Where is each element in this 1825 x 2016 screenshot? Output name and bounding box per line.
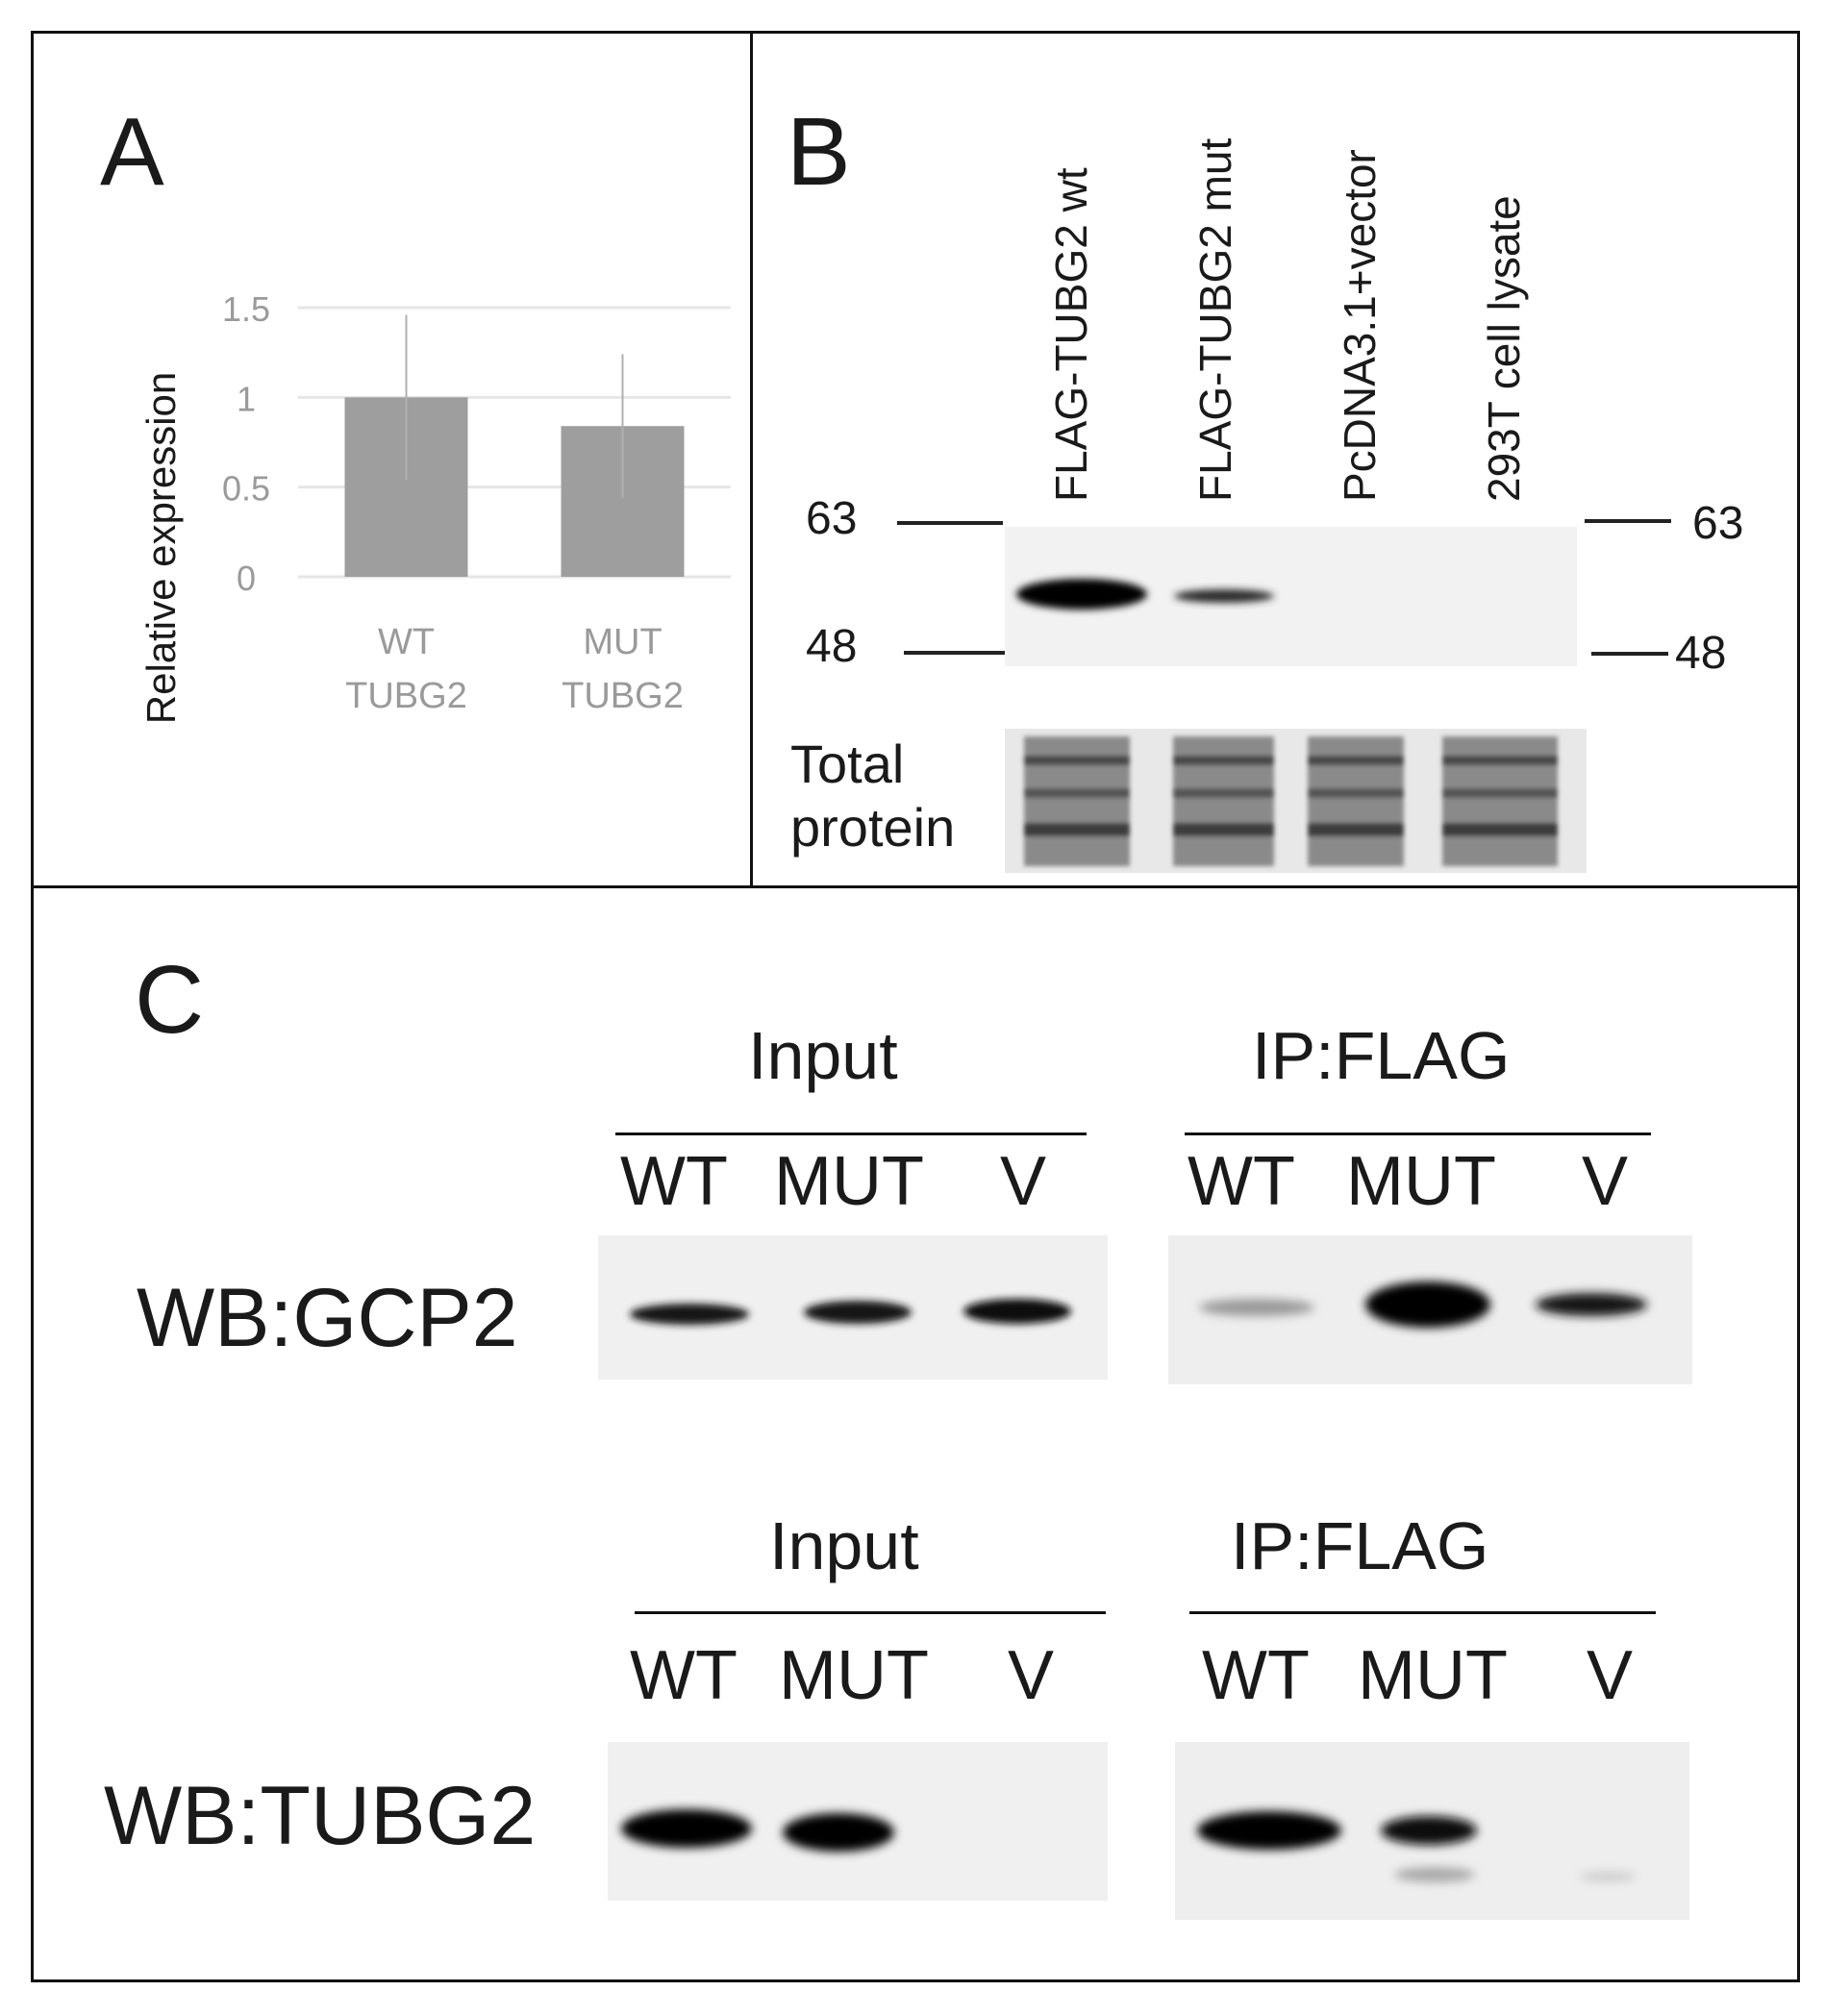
- row2-ip-lane-wt: WT: [1202, 1637, 1310, 1714]
- total-protein-label-line1: Total: [790, 734, 905, 794]
- band-wt: [1016, 579, 1147, 610]
- marker-left-63-line: [897, 521, 1003, 525]
- y-tick-label: 0: [237, 559, 256, 598]
- row1-ip-lane-wt: WT: [1188, 1143, 1295, 1220]
- lane-label-flag-tubg2-mut: FLAG-TUBG2 mut: [1190, 137, 1240, 502]
- row1-ip-label: IP:FLAG: [1252, 1018, 1511, 1093]
- panel-divider-vertical: [750, 31, 753, 887]
- marker-right-48-line: [1591, 652, 1668, 656]
- band-input-tubg2-wt: [621, 1809, 752, 1848]
- lane-label-flag-tubg2-wt: FLAG-TUBG2 wt: [1046, 167, 1096, 502]
- row2-ip-lane-mut: MUT: [1358, 1637, 1508, 1714]
- marker-left-48-line: [904, 651, 1005, 655]
- panel-a-bar-chart: 0 0.5 1 1.5 WT TUBG2 MUT TUBG2 Relative expres…: [138, 289, 731, 725]
- band-ip-tubg2-mut: [1381, 1816, 1477, 1845]
- band-input-gcp2-wt: [630, 1304, 749, 1325]
- band-ip-tubg2-wt: [1197, 1811, 1341, 1850]
- row2-input-lane-mut: MUT: [779, 1637, 929, 1714]
- row1-ip-lane-v: V: [1582, 1143, 1629, 1220]
- marker-left-48: 48: [806, 621, 858, 672]
- panel-b-western-blot: [1005, 527, 1577, 666]
- marker-left-63: 63: [806, 493, 858, 544]
- x-tick-label: TUBG2: [562, 676, 684, 716]
- row1-input-lane-wt: WT: [620, 1143, 728, 1220]
- band-ip-tubg2-v-faint: [1579, 1872, 1637, 1881]
- band-ip-gcp2-mut: [1365, 1282, 1490, 1328]
- panel-a-letter: A: [100, 98, 164, 206]
- band-input-tubg2-mut: [783, 1813, 894, 1852]
- total-protein-label-line2: protein: [790, 797, 956, 858]
- band-ip-tubg2-mut-lower: [1394, 1867, 1475, 1882]
- total-protein-label: Total protein: [790, 733, 955, 859]
- row2-ip-underline: [1189, 1611, 1656, 1614]
- lane-label-pcdna-vector: PcDNA3.1+vector: [1335, 149, 1385, 502]
- band-mut: [1174, 589, 1274, 603]
- row2-wb-label: WB:TUBG2: [104, 1770, 537, 1862]
- row1-input-underline: [615, 1132, 1087, 1135]
- figure-frame: [31, 31, 1800, 1982]
- y-tick-label: 1: [237, 379, 256, 418]
- y-tick-label: 0.5: [222, 469, 270, 509]
- panel-c-letter: C: [135, 946, 205, 1054]
- row1-ip-blot: [1168, 1235, 1692, 1384]
- row1-wb-label: WB:GCP2: [137, 1272, 518, 1364]
- row1-input-lane-mut: MUT: [774, 1143, 924, 1220]
- total-protein-stain: [1005, 729, 1587, 873]
- row1-input-label: Input: [748, 1018, 898, 1093]
- marker-right-63: 63: [1692, 498, 1744, 549]
- chart-x-tick-labels: WT TUBG2 MUT TUBG2: [345, 622, 684, 716]
- marker-right-48: 48: [1675, 628, 1727, 679]
- panel-divider-horizontal: [31, 885, 1800, 888]
- marker-right-63-line: [1585, 519, 1671, 523]
- chart-y-tick-labels: 0 0.5 1 1.5: [222, 289, 270, 598]
- band-input-gcp2-v: [963, 1299, 1071, 1324]
- row2-input-underline: [635, 1611, 1106, 1614]
- x-tick-label: MUT: [583, 622, 662, 662]
- x-tick-label: WT: [378, 622, 435, 662]
- row1-ip-lane-mut: MUT: [1346, 1143, 1496, 1220]
- panel-b-lane-labels: FLAG-TUBG2 wt FLAG-TUBG2 mut PcDNA3.1+ve…: [1046, 137, 1529, 502]
- y-tick-label: 1.5: [222, 289, 270, 329]
- row2-ip-lane-v: V: [1587, 1637, 1634, 1714]
- band-ip-gcp2-v: [1536, 1293, 1647, 1316]
- x-tick-label: TUBG2: [345, 676, 467, 716]
- row2-input-label: Input: [769, 1508, 919, 1583]
- row2-input-blot: [608, 1742, 1108, 1901]
- row1-ip-underline: [1185, 1132, 1651, 1135]
- chart-y-axis-label: Relative expression: [138, 372, 184, 725]
- row2-ip-label: IP:FLAG: [1231, 1508, 1489, 1583]
- lane-label-293t-cell-lysate: 293T cell lysate: [1479, 195, 1529, 502]
- panel-b-letter: B: [787, 98, 851, 206]
- row2-input-lane-wt: WT: [630, 1637, 738, 1714]
- row1-input-lane-v: V: [1000, 1143, 1047, 1220]
- chart-error-bars: [405, 314, 624, 498]
- band-ip-gcp2-wt: [1199, 1299, 1314, 1316]
- row1-input-blot: [598, 1235, 1108, 1380]
- row2-input-lane-v: V: [1008, 1637, 1055, 1714]
- row2-ip-blot: [1175, 1742, 1689, 1920]
- band-input-gcp2-mut: [804, 1301, 912, 1324]
